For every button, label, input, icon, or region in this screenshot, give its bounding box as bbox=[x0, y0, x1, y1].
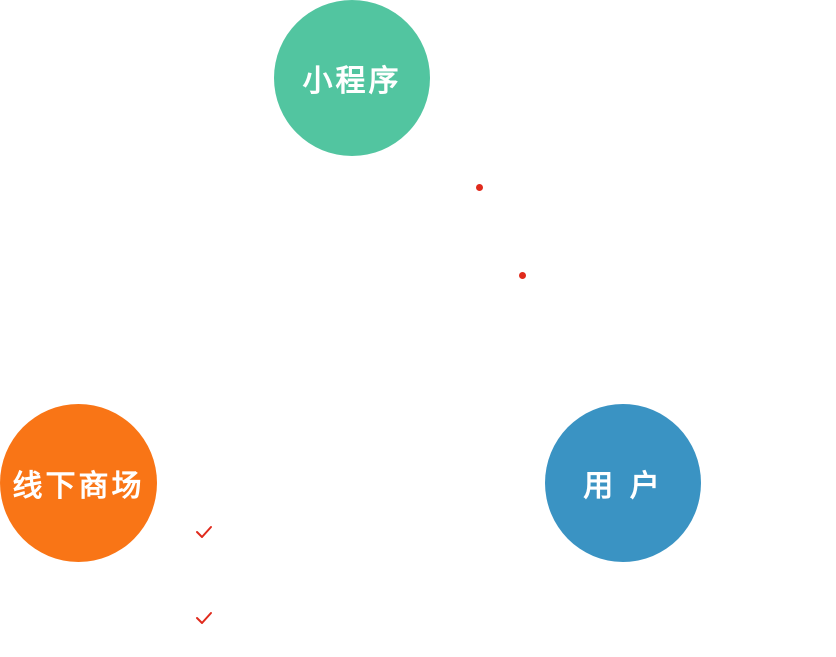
bullet-dot-icon bbox=[519, 272, 526, 279]
node-user-label: 用 户 bbox=[583, 469, 663, 504]
checkmark-icon bbox=[196, 526, 212, 538]
node-offline-mall-label: 线下商场 bbox=[12, 469, 145, 504]
node-offline-mall: 线下商场 bbox=[0, 404, 157, 562]
bullet-dot-icon bbox=[476, 184, 483, 191]
node-user: 用 户 bbox=[545, 404, 701, 562]
node-mini-program-label: 小程序 bbox=[302, 64, 402, 99]
node-mini-program: 小程序 bbox=[274, 0, 430, 156]
checkmark-icon bbox=[196, 612, 212, 624]
